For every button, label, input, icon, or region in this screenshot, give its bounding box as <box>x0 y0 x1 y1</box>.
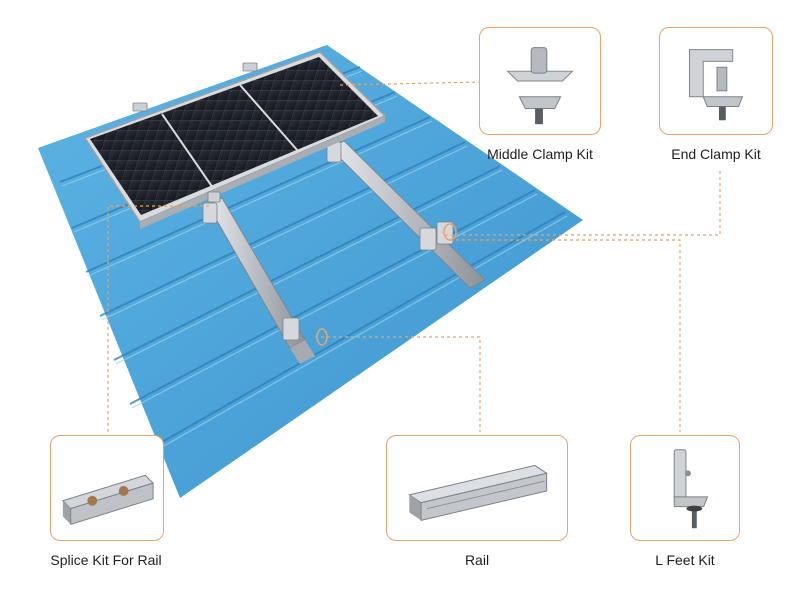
middle-clamp-card <box>479 27 601 135</box>
leader-lines <box>107 81 721 432</box>
solar-panel <box>83 51 387 229</box>
l-feet-label: L Feet Kit <box>655 552 715 568</box>
l-feet-brackets <box>202 141 454 341</box>
rail-card <box>386 435 568 541</box>
end-clamp-label: End Clamp Kit <box>671 146 761 162</box>
l-feet-icon <box>673 449 709 529</box>
end-clamp-card <box>659 27 773 135</box>
rail-icon <box>408 464 548 521</box>
callout-markers <box>316 223 457 346</box>
panel-clamps <box>132 62 258 203</box>
l-feet-card <box>630 435 740 541</box>
rail-label: Rail <box>464 552 490 568</box>
middle-clamp-label: Middle Clamp Kit <box>487 146 593 162</box>
splice-kit-card <box>50 435 164 541</box>
middle-clamp-icon <box>506 47 574 125</box>
splice-kit-icon <box>61 474 155 525</box>
end-clamp-icon <box>689 49 744 121</box>
splice-kit-label: Splice Kit For Rail <box>50 552 162 568</box>
